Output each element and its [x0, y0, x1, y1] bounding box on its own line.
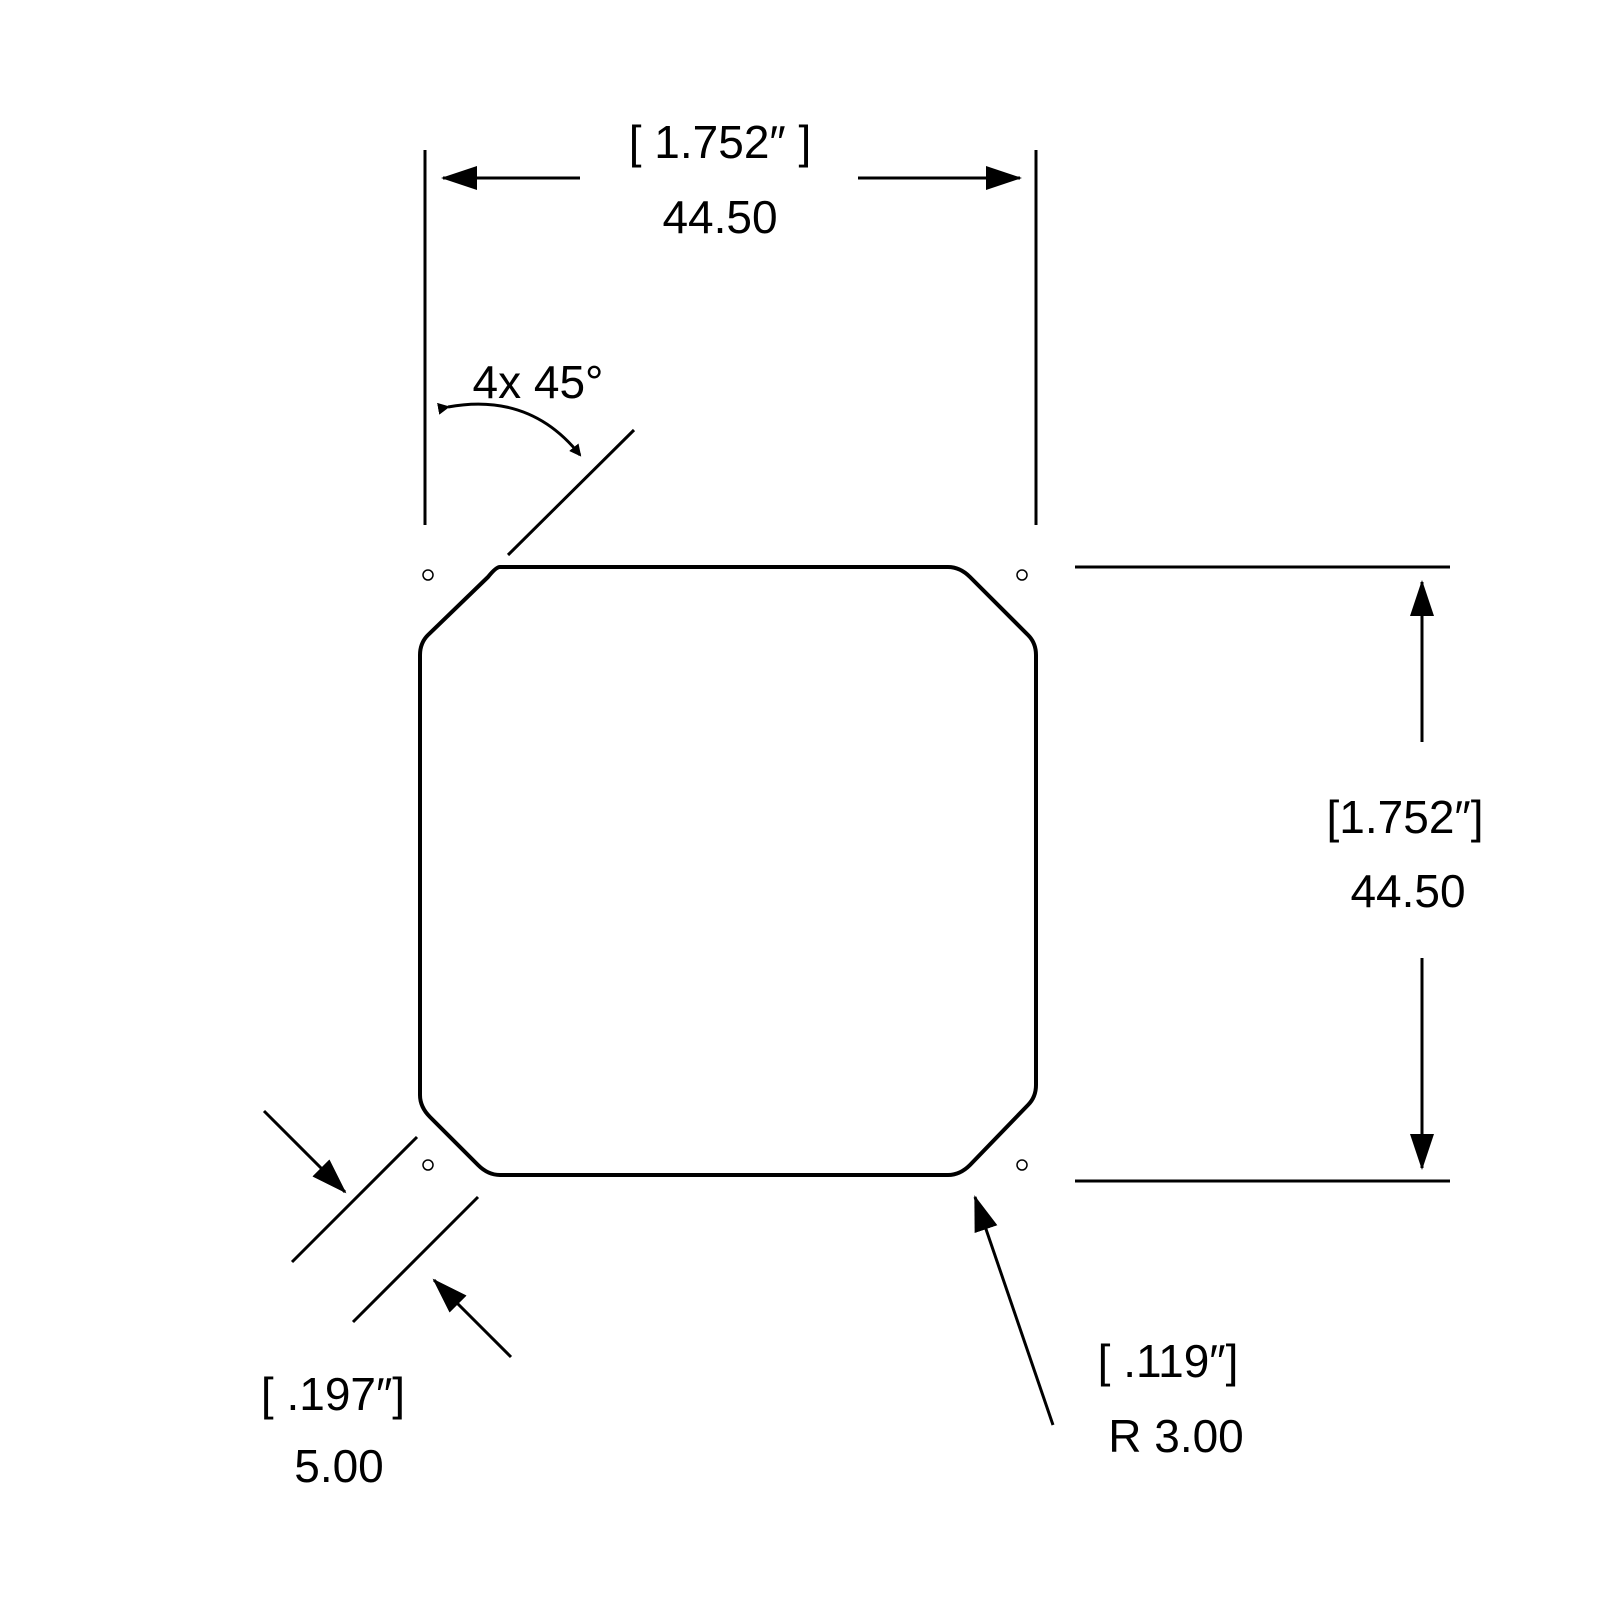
chamfer-size-inches-label: [ .197″]	[261, 1368, 405, 1420]
corner-hole-top-right	[1016, 569, 1028, 581]
corner-hole-bottom-right	[1016, 1159, 1028, 1171]
corner-radius-inches-label: [ .119″]	[1098, 1335, 1239, 1387]
corner-radius-leader-arrow	[973, 1195, 1055, 1426]
corner-hole-top-left	[422, 569, 434, 581]
corner-hole-bottom-left	[422, 1159, 434, 1171]
chamfer-size-arrow-upper	[262, 1109, 347, 1194]
chamfer-size-line-upper	[290, 1135, 419, 1264]
chamfer-angle-label: 4x 45°	[473, 356, 604, 408]
width-inches-label: [ 1.752″ ]	[629, 116, 812, 168]
chamfer-size-line-lower	[351, 1195, 480, 1324]
chamfer-angle-reference-line	[506, 428, 636, 557]
part-outline	[418, 565, 1038, 1177]
chamfer-angle-arc	[437, 402, 582, 457]
chamfer-size-arrow-lower	[432, 1278, 513, 1359]
corner-radius-mm-label: R 3.00	[1108, 1410, 1244, 1462]
height-inches-label: [1.752″]	[1327, 791, 1484, 843]
width-mm-label: 44.50	[662, 191, 777, 243]
chamfer-size-mm-label: 5.00	[294, 1440, 384, 1492]
height-mm-label: 44.50	[1350, 865, 1465, 917]
